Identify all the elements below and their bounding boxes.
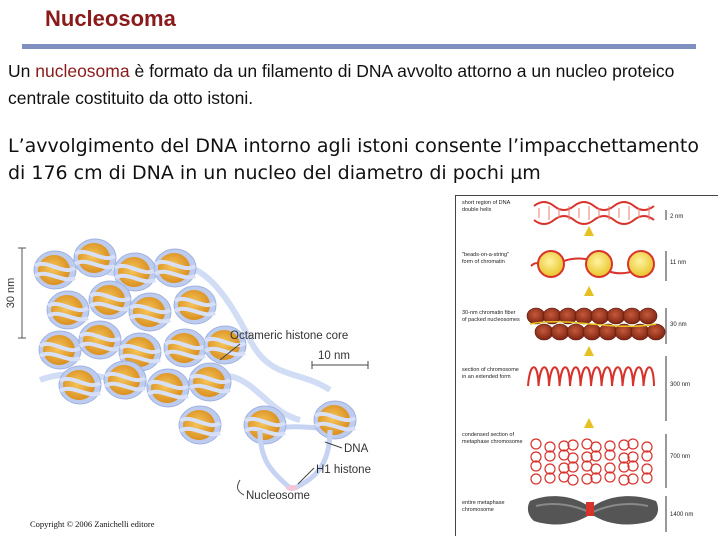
- slide-title: Nucleosoma: [45, 6, 176, 32]
- nucleosome-bead: [129, 293, 171, 331]
- nucleosome-bead: [147, 369, 189, 407]
- nucleosome-bead: [164, 329, 206, 367]
- level-label: "beads-on-a-string"form of chromatin: [462, 252, 509, 265]
- metaphase-chromosome-icon: [528, 496, 658, 524]
- h1-label: H1 histone: [316, 464, 371, 476]
- dna-label: DNA: [344, 443, 369, 455]
- level-size: 2 nm: [670, 214, 683, 220]
- nucleosome-fiber-figure: 30 nm Octameric histone core 10 nm DNA H…: [0, 230, 460, 535]
- nucleosome-bead: [47, 291, 89, 329]
- nucleosome-label: Nucleosome: [246, 490, 310, 502]
- extended-chromosome-icon: [528, 367, 654, 386]
- nucleosome-bead: [244, 406, 286, 444]
- level-size: 1400 nm: [670, 512, 693, 518]
- level-size: 11 nm: [670, 260, 686, 266]
- nucleosome-bead: [189, 363, 231, 401]
- scale-label: 30 nm: [5, 278, 17, 309]
- diameter-label: 10 nm: [318, 350, 350, 362]
- paragraph-packing: L’avvolgimento del DNA intorno agli isto…: [8, 133, 708, 187]
- nucleosome-bead: [34, 251, 76, 289]
- condensed-chromosome-icon: [531, 439, 652, 485]
- nucleosome-bead: [59, 366, 101, 404]
- nucleosome-bead: [174, 286, 216, 324]
- chromatin-fiber-icon: [527, 308, 665, 340]
- nucleosome-bead: [179, 406, 221, 444]
- nucleosome-bead: [74, 239, 116, 277]
- level-size: 300 nm: [670, 382, 690, 388]
- para1-highlight: nucleosoma: [35, 61, 129, 81]
- nucleosome-bead: [104, 361, 146, 399]
- beads-on-string-icon: [531, 251, 654, 277]
- para1-prefix: Un: [8, 61, 35, 81]
- paragraph-definition: Un nucleosoma è formato da un filamento …: [8, 58, 708, 112]
- dna-double-helix-icon: [534, 202, 654, 224]
- level-size: 700 nm: [670, 454, 690, 460]
- title-underline: [22, 44, 696, 49]
- nucleosome-bead: [89, 281, 131, 319]
- nucleosome-bead: [154, 249, 196, 287]
- nucleosome-bead: [79, 321, 121, 359]
- copyright-text: Copyright © 2006 Zanichelli editore: [30, 519, 155, 529]
- level-size: 30 nm: [670, 322, 687, 328]
- nucleosome-fiber-svg: 30 nm Octameric histone core 10 nm DNA H…: [0, 230, 460, 535]
- nucleosome-bead: [314, 401, 356, 439]
- core-label: Octameric histone core: [230, 330, 348, 342]
- nucleosome-bead: [39, 331, 81, 369]
